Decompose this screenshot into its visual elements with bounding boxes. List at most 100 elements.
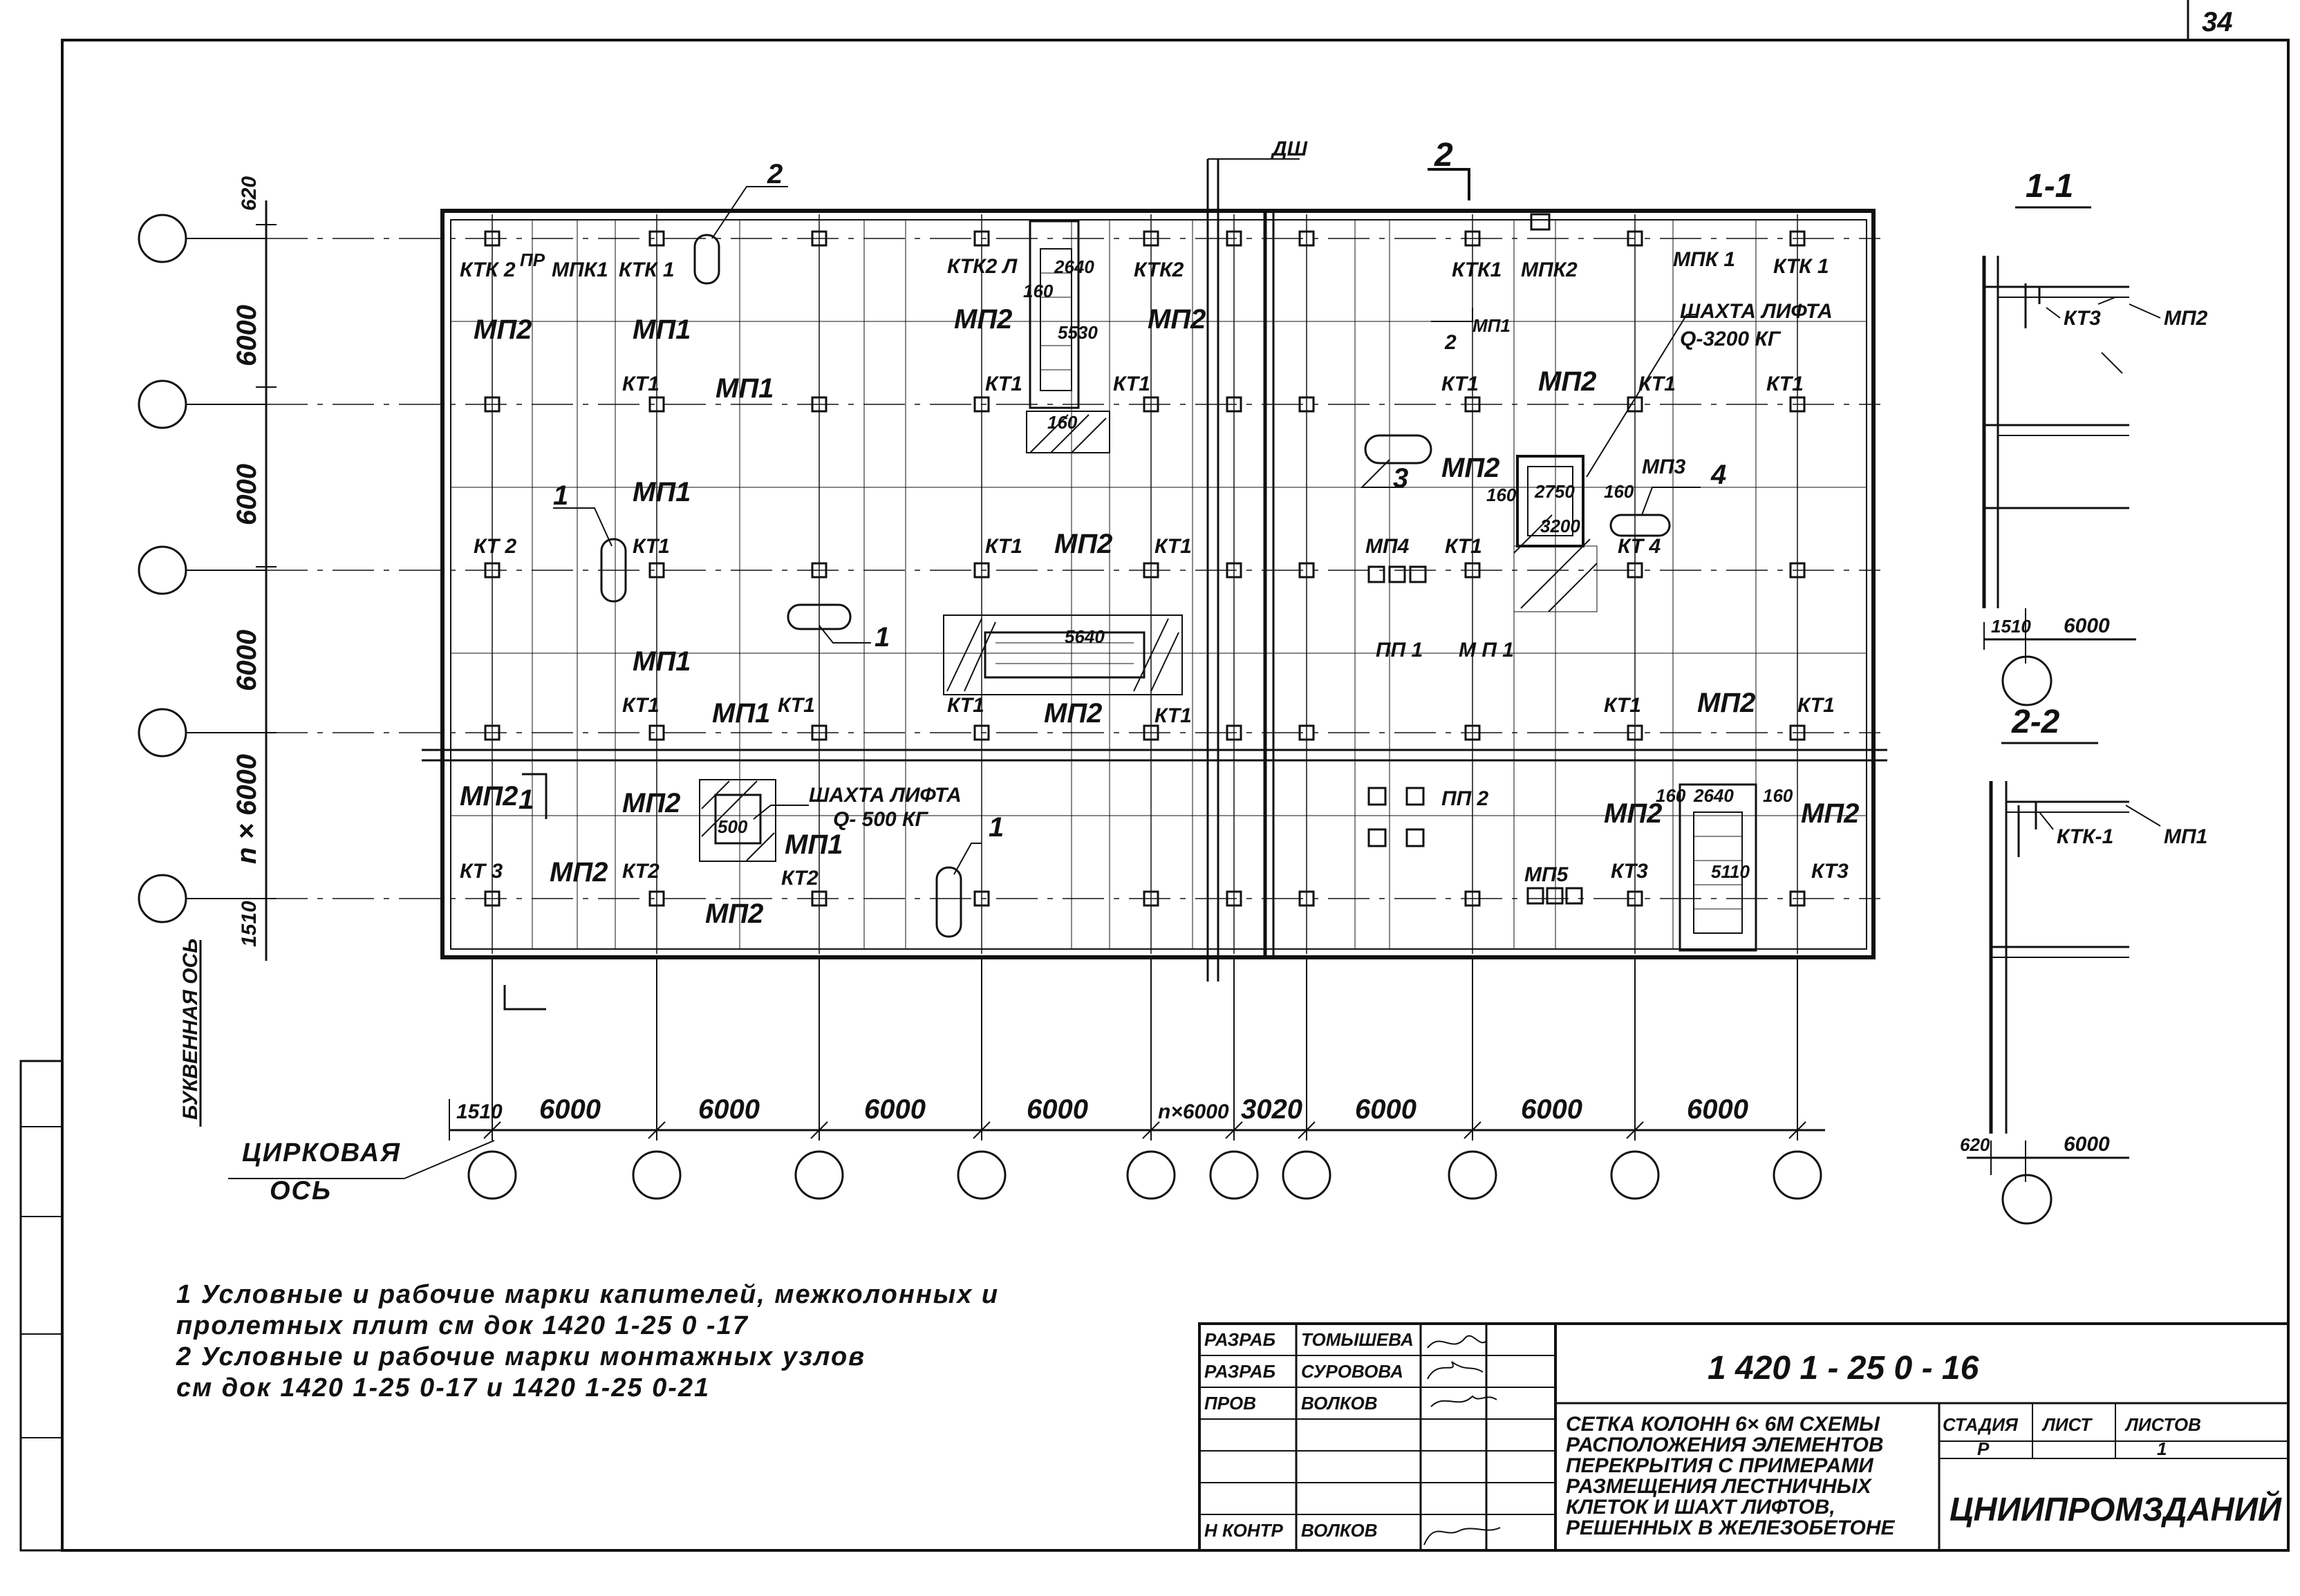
col-axis-bubble-8 [1610, 1150, 1660, 1200]
column-2-5 [1226, 562, 1242, 579]
column-1-9 [1789, 396, 1806, 413]
column-0-0 [484, 230, 501, 247]
label-mp1-c: МП1 [633, 477, 691, 507]
label-kt1-n: КТ1 [1154, 704, 1192, 727]
stair-top [1026, 220, 1110, 453]
label-kt1-d: КТ1 [1441, 373, 1479, 395]
column-1-4 [1143, 396, 1159, 413]
section-2-2: 2-2 КТК-1 МП1 620 6000 [1960, 704, 2207, 1225]
label-d3200: 3200 [1540, 516, 1580, 536]
section-2-2-ktk: КТК-1 [2057, 825, 2113, 848]
tb-role-2: ПРОВ [1204, 1393, 1256, 1414]
desc-line-3: РАЗМЕЩЕНИЯ ЛЕСТНИЧНЫХ [1566, 1475, 1873, 1498]
label-section2-marker: 2 [1434, 137, 1453, 173]
tb-name-6: ВОЛКОВ [1301, 1520, 1378, 1541]
label-d5530: 5530 [1058, 322, 1098, 343]
sheet-value: 1 [2157, 1438, 2167, 1459]
openings [600, 234, 1671, 938]
column-0-2 [811, 230, 828, 247]
column-2-7 [1464, 562, 1481, 579]
column-1-3 [973, 396, 990, 413]
section-1-1-mp2: МП2 [2164, 307, 2208, 330]
label-expansion-joint: ДШ [1270, 138, 1308, 160]
label-mp4: МП4 [1365, 535, 1410, 558]
label-kt1-i: КТ1 [1154, 535, 1192, 558]
column-0-6 [1298, 230, 1315, 247]
dim-bottom-5: n×6000 [1158, 1100, 1229, 1123]
label-shaft-small-2: Q- 500 КГ [833, 808, 928, 831]
label-kt1-h: КТ1 [985, 535, 1022, 558]
column-4-9 [1789, 890, 1806, 907]
circle-axis-label-1: ЦИРКОВАЯ [242, 1138, 401, 1167]
dim-bottom-7: 6000 [1355, 1094, 1417, 1125]
column-3-7 [1464, 724, 1481, 741]
label-callout2-top: 2 [767, 159, 783, 189]
label-d5640: 5640 [1065, 626, 1105, 647]
dim-tick-5 [1225, 1121, 1243, 1139]
section-1-1-title: 1-1 [2026, 168, 2073, 205]
column-2-1 [648, 562, 665, 579]
grid-lines [266, 214, 1880, 954]
label-mp2-e: МП2 [1441, 453, 1499, 483]
label-d160-d: 160 [1604, 481, 1634, 502]
dim-bottom-4: 6000 [1027, 1094, 1088, 1125]
label-ktk2l: КТК2 Л [947, 255, 1018, 278]
label-mpk1-r: МПК 1 [1673, 248, 1735, 271]
column-4-4 [1143, 890, 1159, 907]
desc-line-2: ПЕРЕКРЫТИЯ С ПРИМЕРАМИ [1566, 1454, 1874, 1477]
dim-bottom-6: 3020 [1241, 1094, 1302, 1125]
small-plates [1367, 213, 1583, 905]
label-mp2-i: МП2 [460, 781, 518, 811]
column-4-1 [648, 890, 665, 907]
label-callout1-a: 1 [553, 480, 568, 511]
label-callout1-c: 1 [518, 785, 534, 815]
dim-bottom-2: 6000 [698, 1094, 760, 1125]
column-4-2 [811, 890, 828, 907]
stage-header: СТАДИЯ [1943, 1414, 2019, 1435]
floor-plan [266, 158, 1887, 1011]
dim-tick-7 [1464, 1121, 1481, 1139]
label-callout3: 3 [1393, 463, 1408, 494]
sheet-header: ЛИСТ [2041, 1414, 2093, 1435]
label-mp2-a: МП2 [474, 314, 532, 345]
dim-tick-1 [648, 1121, 666, 1139]
col-axis-bubble-6 [1282, 1150, 1331, 1200]
section-2-2-title: 2-2 [2011, 704, 2060, 740]
label-callout4: 4 [1710, 460, 1726, 490]
desc-line-0: СЕТКА КОЛОНН 6× 6М СХЕМЫ [1566, 1413, 1880, 1436]
signature-1 [1427, 1335, 1487, 1349]
col-axis-bubble-3 [957, 1150, 1007, 1200]
label-kt1-a: КТ1 [622, 373, 660, 395]
column-0-9 [1789, 230, 1806, 247]
label-callout2-mid: 2 [1444, 331, 1457, 354]
label-d2640: 2640 [1054, 256, 1094, 277]
section-2-2-dim-b: 6000 [2064, 1133, 2110, 1156]
column-2-3 [973, 562, 990, 579]
label-kt2-b: КТ2 [622, 860, 660, 883]
label-mp2-f: МП2 [1054, 529, 1112, 559]
label-kt1-k: КТ1 [622, 694, 660, 717]
col-axis-bubble-4 [1126, 1150, 1176, 1200]
label-mp1-f: МП1 [785, 829, 843, 860]
dim-bottom-8: 6000 [1521, 1094, 1582, 1125]
column-0-5 [1226, 230, 1242, 247]
column-1-6 [1298, 396, 1315, 413]
label-kt1-e: КТ1 [1638, 373, 1676, 395]
label-kt1-p: КТ1 [1797, 694, 1835, 717]
label-kt3-a: КТ 3 [460, 860, 503, 883]
stage-value: Р [1977, 1438, 1990, 1459]
column-3-2 [811, 724, 828, 741]
label-shaft-big-2: Q-3200 КГ [1680, 328, 1782, 350]
tb-name-1: СУРОВОВА [1301, 1361, 1403, 1382]
dim-tick-2 [810, 1121, 828, 1139]
lift-shaft-big [1513, 455, 1598, 612]
dim-bottom-9: 6000 [1687, 1094, 1748, 1125]
label-ktk1-rr: КТК 1 [1773, 255, 1829, 278]
desc-line-1: РАСПОЛОЖЕНИЯ ЭЛЕМЕНТОВ [1566, 1434, 1884, 1456]
dim-left-4: n × 6000 [232, 754, 262, 864]
column-2-2 [811, 562, 828, 579]
plan-labels: КТК 2 ПР МПК1 КТК 1 КТК2 Л 2640 5530 КТК… [460, 137, 1859, 929]
column-4-3 [973, 890, 990, 907]
dim-tick-9 [1788, 1121, 1806, 1139]
